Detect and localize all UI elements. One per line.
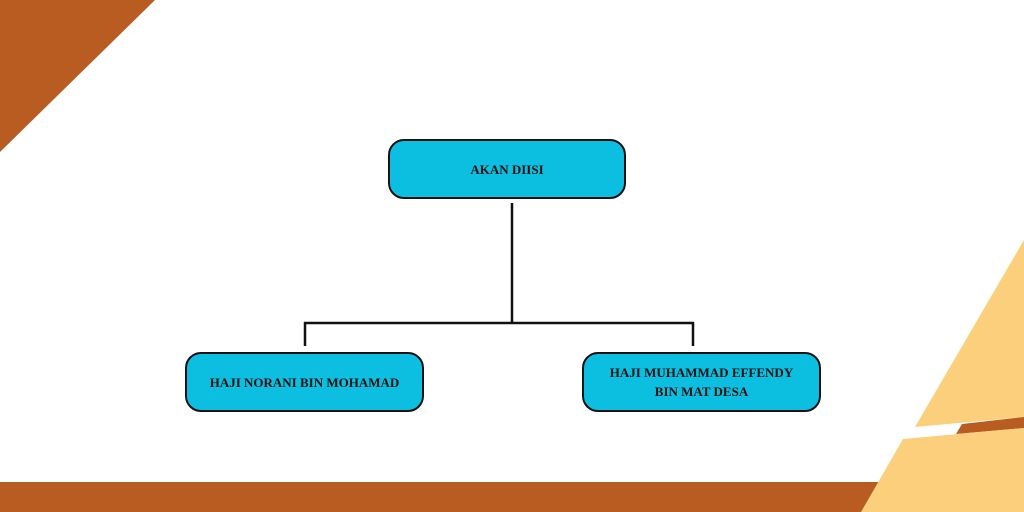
- connector-lines: [303, 203, 695, 346]
- child-node-1[interactable]: HAJI NORANI BIN MOHAMAD: [185, 352, 424, 412]
- child-node-label: HAJI MUHAMMAD EFFENDY BIN MAT DESA: [609, 365, 794, 399]
- right-sand-triangle: [915, 240, 1024, 427]
- bottom-brown-bar: [0, 482, 900, 512]
- child-node-2[interactable]: HAJI MUHAMMAD EFFENDY BIN MAT DESA: [582, 352, 821, 412]
- top-left-brown-triangle: [0, 0, 155, 152]
- root-node-label: AKAN DIISI: [470, 161, 544, 177]
- root-node[interactable]: AKAN DIISI: [388, 139, 626, 199]
- child-node-label: HAJI NORANI BIN MOHAMAD: [209, 374, 400, 390]
- bottom-right-sand-shape: [861, 428, 1024, 512]
- right-brown-strip: [956, 417, 1024, 434]
